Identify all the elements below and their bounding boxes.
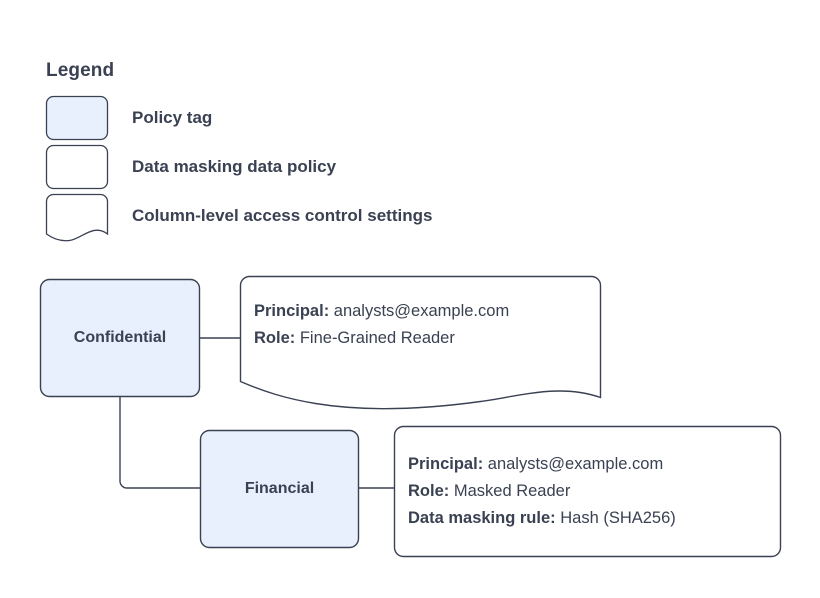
- callout-line-value: analysts@example.com: [487, 455, 664, 473]
- callout-financial-data-masking-policy[interactable]: Principal: analysts@example.com Role: Ma…: [394, 426, 781, 557]
- node-confidential[interactable]: Confidential: [40, 279, 200, 397]
- connector-confidential-to-financial: [119, 397, 200, 489]
- callout-line-key: Role:: [254, 329, 296, 347]
- legend-swatch-policy-tag-shape: [45, 95, 109, 141]
- data-masking-policy-swatch: [46, 145, 108, 189]
- legend-item-policy-tag-label: Policy tag: [132, 108, 213, 127]
- legend-item-column-access-settings-label: Column-level access control settings: [132, 206, 433, 225]
- node-confidential-shape: [39, 278, 201, 398]
- callout-line: Role: Fine-Grained Reader: [254, 325, 509, 352]
- callout-line: Role: Masked Reader: [408, 478, 676, 505]
- legend-swatch-data-masking-policy-shape: [45, 144, 109, 190]
- callout-line: Data masking rule: Hash (SHA256): [408, 505, 676, 532]
- callout-line-value: Fine-Grained Reader: [299, 329, 455, 347]
- callout-line-key: Role:: [408, 482, 450, 500]
- callout-line: Principal: analysts@example.com: [408, 451, 676, 478]
- callout-data-masking-shape: [393, 425, 782, 558]
- callout-line-key: Principal:: [254, 302, 330, 320]
- column-access-settings-swatch: [46, 194, 108, 244]
- callout-line-value: analysts@example.com: [333, 302, 510, 320]
- callout-line-value: Hash (SHA256): [560, 509, 676, 527]
- callout-line-key: Principal:: [408, 455, 484, 473]
- legend-swatch-column-access-settings-shape: [45, 193, 109, 242]
- callout-line: Principal: analysts@example.com: [254, 298, 509, 325]
- node-confidential-label: Confidential: [73, 329, 167, 346]
- callout-confidential-access-control-text: Principal: analysts@example.com Role: Fi…: [254, 298, 509, 352]
- callout-line-value: Masked Reader: [453, 482, 571, 500]
- callout-confidential-access-control[interactable]: Principal: analysts@example.com Role: Fi…: [240, 276, 601, 399]
- node-financial[interactable]: Financial: [200, 430, 359, 548]
- node-financial-label: Financial: [244, 480, 315, 497]
- legend-title: Legend: [46, 60, 115, 81]
- callout-access-control-shape: [239, 275, 602, 410]
- policy-tag-swatch: [46, 96, 108, 140]
- callout-line-key: Data masking rule:: [408, 509, 556, 527]
- legend-item-data-masking-policy-label: Data masking data policy: [132, 157, 337, 176]
- callout-financial-data-masking-policy-text: Principal: analysts@example.com Role: Ma…: [408, 451, 676, 532]
- node-financial-shape: [199, 429, 360, 549]
